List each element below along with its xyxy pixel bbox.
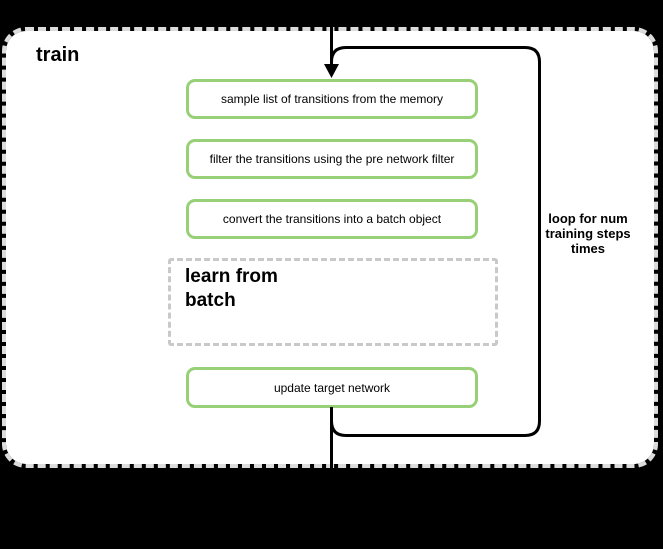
step-filter-transitions-label: filter the transitions using the pre net… <box>209 152 455 166</box>
learn-from-batch-group: learn from batch <box>168 258 498 346</box>
step-update-target-network-label: update target network <box>273 380 391 395</box>
step-update-target-network: update target network <box>186 367 478 408</box>
step-filter-transitions: filter the transitions using the pre net… <box>186 139 478 179</box>
step-convert-batch-label: convert the transitions into a batch obj… <box>222 212 442 226</box>
step-sample-transitions-label: sample list of transitions from the memo… <box>220 92 444 106</box>
train-container-title: train <box>36 44 80 66</box>
step-sample-transitions: sample list of transitions from the memo… <box>186 79 478 119</box>
learn-from-batch-group-label: learn from batch <box>185 266 278 311</box>
step-convert-batch: convert the transitions into a batch obj… <box>186 199 478 239</box>
loop-annotation: loop for num training steps times <box>545 211 631 256</box>
